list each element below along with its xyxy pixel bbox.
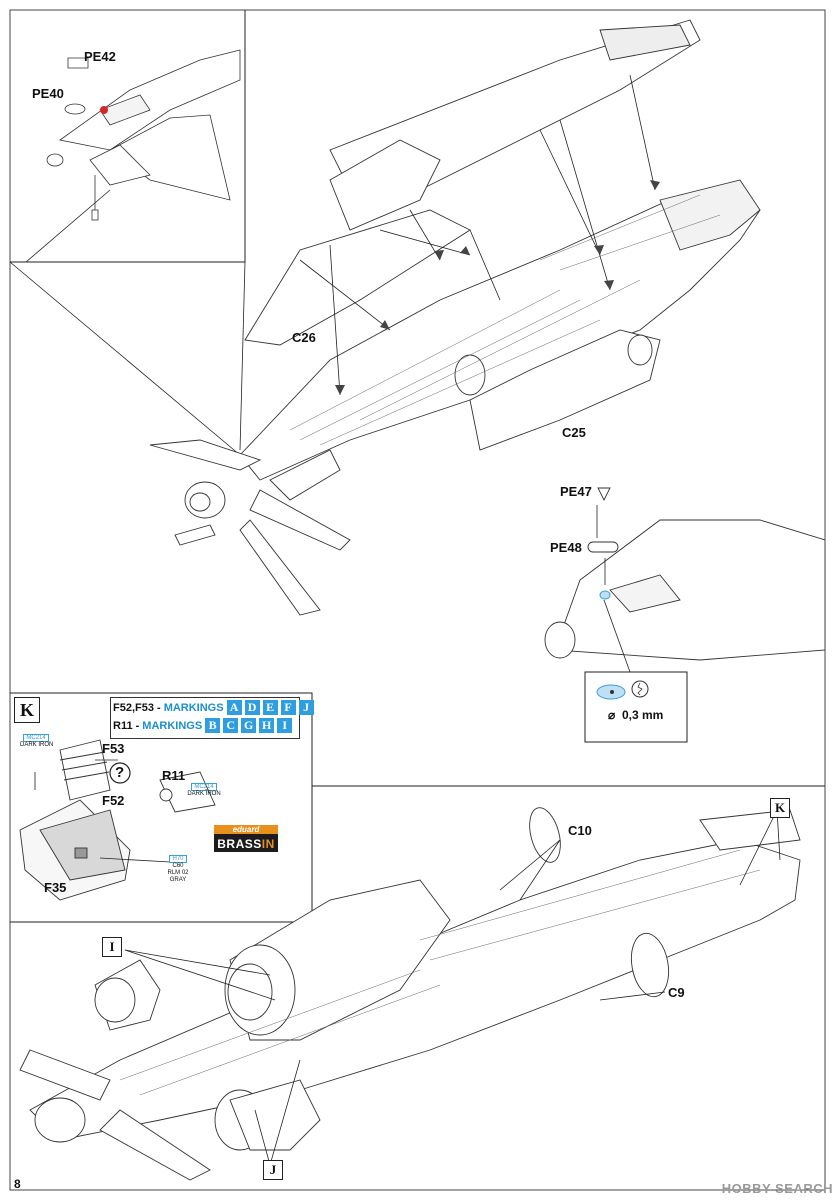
section-k-marker: K: [14, 697, 40, 723]
drill-icon: [596, 680, 649, 700]
question-mark: ?: [115, 764, 125, 781]
marking-letter: I: [277, 718, 293, 733]
marking-letter: A: [226, 700, 242, 715]
main-fuselage-drawing: [149, 19, 761, 616]
marking-letter: D: [244, 700, 260, 715]
paint-code: MC214: [23, 734, 49, 742]
paint-callout-r11: MC214 DARK IRON: [184, 783, 224, 798]
part-label-c25: C25: [562, 425, 586, 440]
marking-letter: C: [223, 718, 239, 733]
section-k-drawing: [19, 739, 216, 901]
part-label-f52: F52: [102, 793, 125, 808]
markings-row-f52-f53: F52,F53 - MARKINGS A D E F J: [113, 700, 314, 715]
markings-row-r11: R11 - MARKINGS B C G H I: [113, 718, 293, 733]
part-label-pe48: PE48: [550, 540, 582, 555]
paint-name: DARK IRON: [187, 791, 221, 797]
part-label-pe42: PE42: [84, 49, 116, 64]
callout-marker-i: I: [102, 937, 122, 957]
section-k-border: [10, 692, 825, 787]
marking-letter: H: [259, 718, 275, 733]
paint-callout-f53: MC214 DARK IRON: [20, 734, 54, 749]
question-mark-circle: [109, 762, 131, 784]
watermark: HOBBY SEARCH: [721, 1181, 833, 1196]
markings-row-parts: R11 -: [113, 719, 140, 732]
page-number: 8: [14, 1177, 21, 1191]
brassin-logo: eduard BRASSIN: [214, 825, 278, 852]
paint-code: MC214: [191, 783, 217, 791]
paint-callout-f35: H70 C60 RLM 02 GRAY: [167, 855, 189, 883]
drill-size: 0,3 mm: [622, 708, 664, 722]
pe40-red-part: [100, 106, 108, 114]
marking-letter: E: [262, 700, 278, 715]
brassin-wordmark: BRASSIN: [217, 837, 275, 851]
markings-word: MARKINGS: [142, 719, 203, 732]
markings-word: MARKINGS: [163, 701, 224, 714]
drill-diameter-symbol: ⌀: [608, 708, 616, 722]
marking-letter: G: [241, 718, 257, 733]
markings-row-parts: F52,F53 -: [113, 701, 161, 714]
brassin-brand: eduard: [232, 825, 260, 834]
part-label-c10: C10: [568, 823, 592, 838]
callout-marker-j: J: [263, 1160, 283, 1180]
part-label-r11: R11: [162, 768, 186, 783]
part-label-f35: F35: [44, 880, 67, 895]
part-label-c26: C26: [292, 330, 316, 345]
marking-letter: J: [298, 700, 314, 715]
callout-marker-k: K: [770, 798, 790, 818]
nose-detail-drawing: [544, 487, 826, 661]
marking-letter: F: [280, 700, 296, 715]
marking-letter: B: [205, 718, 221, 733]
part-label-f53: F53: [102, 741, 125, 756]
drill-detail-box: [584, 671, 688, 743]
paint-name: DARK IRON: [20, 742, 54, 748]
part-label-pe40: PE40: [32, 86, 64, 101]
part-label-pe47: PE47: [560, 484, 592, 499]
part-label-c9: C9: [668, 985, 685, 1000]
inset-canopy-drawing: [46, 49, 241, 221]
paint-code: H70: [169, 855, 187, 863]
